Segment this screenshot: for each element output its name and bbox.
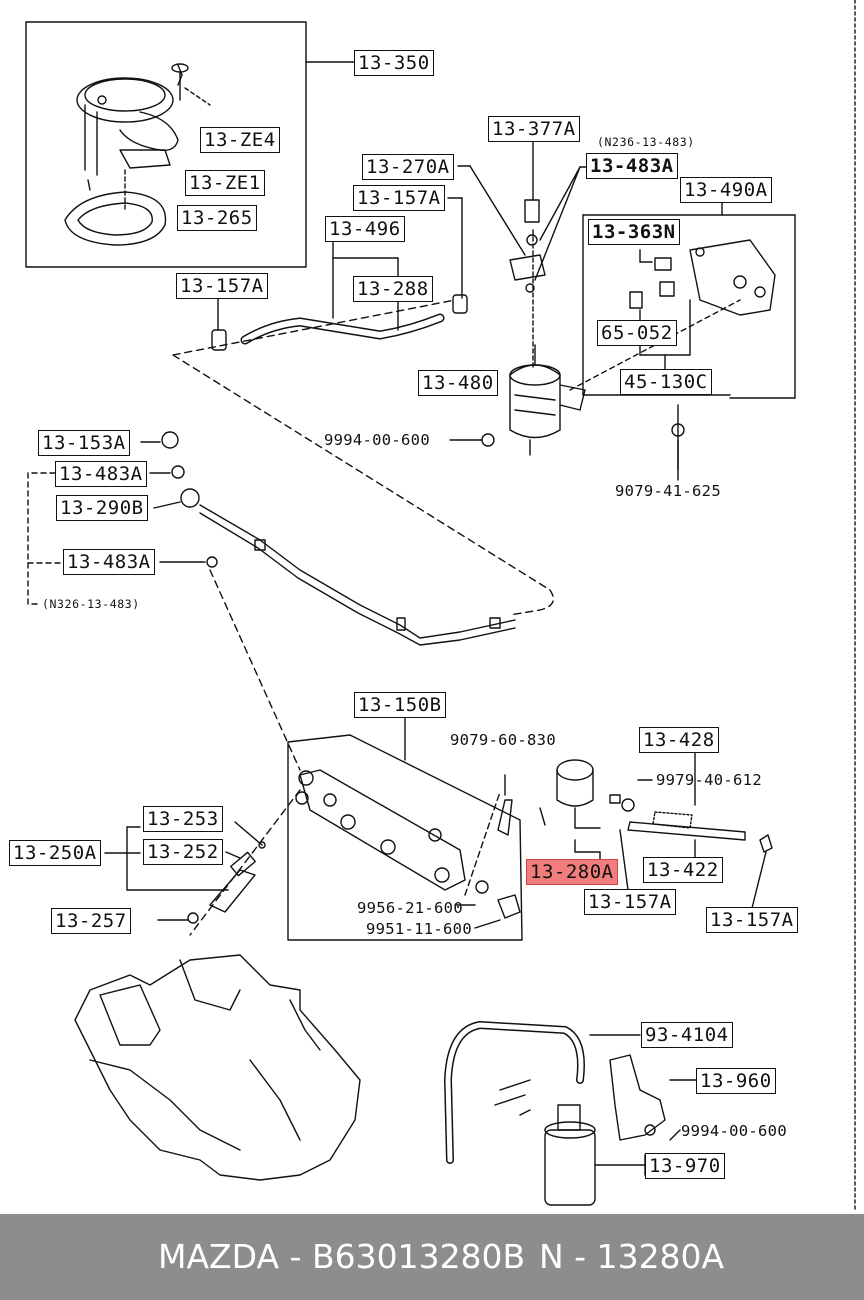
part-label-13-480[interactable]: 13-480 xyxy=(418,370,498,396)
part-label-13-496[interactable]: 13-496 xyxy=(325,216,405,242)
fuel-hose-drawing xyxy=(211,294,468,351)
note-n236: (N236-13-483) xyxy=(597,135,695,149)
return-pipe-drawing xyxy=(161,431,516,646)
part-label-13-960[interactable]: 13-960 xyxy=(696,1068,776,1094)
part-label-9994-00-600-bottom[interactable]: 9994-00-600 xyxy=(681,1122,787,1140)
part-label-13-970[interactable]: 13-970 xyxy=(645,1153,725,1179)
part-label-13-157a-top[interactable]: 13-157A xyxy=(353,185,445,211)
part-label-13-483a-1[interactable]: 13-483A xyxy=(55,461,147,487)
part-label-13-377a[interactable]: 13-377A xyxy=(488,116,580,142)
diagram-drawing xyxy=(25,0,856,1213)
part-label-13-157a-bottom-2[interactable]: 13-157A xyxy=(706,907,798,933)
part-label-13-490a[interactable]: 13-490A xyxy=(680,177,772,203)
part-label-13-250a[interactable]: 13-250A xyxy=(9,840,101,866)
part-label-13-157a-bottom-1[interactable]: 13-157A xyxy=(584,889,676,915)
parts-diagram: 13-350 13-ZE4 13-ZE1 13-265 13-377A (N23… xyxy=(9,0,856,1213)
part-label-13-257[interactable]: 13-257 xyxy=(51,908,131,934)
solenoid-drawing xyxy=(539,751,773,909)
part-label-13-ze1[interactable]: 13-ZE1 xyxy=(185,170,265,196)
pressure-regulator-drawing xyxy=(481,199,586,456)
part-label-13-ze4[interactable]: 13-ZE4 xyxy=(200,127,280,153)
canister-drawing xyxy=(444,1021,701,1206)
part-label-13-157a-left[interactable]: 13-157A xyxy=(176,273,268,299)
part-label-13-483a-top[interactable]: 13-483A xyxy=(586,153,678,179)
part-label-13-280a-highlighted[interactable]: 13-280A xyxy=(526,859,618,885)
footer-bar: MAZDA - B63013280B N - 13280A xyxy=(0,1214,864,1300)
part-label-13-253[interactable]: 13-253 xyxy=(143,806,223,832)
part-label-13-422[interactable]: 13-422 xyxy=(643,857,723,883)
part-label-13-363n[interactable]: 13-363N xyxy=(588,219,680,245)
part-label-13-288[interactable]: 13-288 xyxy=(353,276,433,302)
injector-drawing xyxy=(104,821,266,924)
part-label-93-4104[interactable]: 93-4104 xyxy=(641,1022,733,1048)
note-n326: (N326-13-483) xyxy=(42,597,140,611)
part-label-13-153a[interactable]: 13-153A xyxy=(38,430,130,456)
fuel-pump-unit-drawing xyxy=(64,63,211,246)
part-label-9079-60-830[interactable]: 9079-60-830 xyxy=(450,731,556,749)
part-label-13-428[interactable]: 13-428 xyxy=(639,727,719,753)
footer-brand-part-number: MAZDA - B63013280B xyxy=(158,1237,526,1276)
engine-block-drawing xyxy=(74,954,361,1181)
footer-oem-number: N - 13280A xyxy=(539,1237,725,1276)
part-label-45-130c[interactable]: 45-130C xyxy=(620,369,712,395)
part-label-13-150b[interactable]: 13-150B xyxy=(354,692,446,718)
part-label-9951-11-600[interactable]: 9951-11-600 xyxy=(366,920,472,938)
part-label-13-483a-2[interactable]: 13-483A xyxy=(63,549,155,575)
part-label-9994-00-600-mid[interactable]: 9994-00-600 xyxy=(324,431,430,449)
part-label-9956-21-600[interactable]: 9956-21-600 xyxy=(357,899,463,917)
part-label-65-052[interactable]: 65-052 xyxy=(597,320,677,346)
part-label-13-290b[interactable]: 13-290B xyxy=(56,495,148,521)
part-label-9079-41-625[interactable]: 9079-41-625 xyxy=(615,482,721,500)
part-label-13-350[interactable]: 13-350 xyxy=(354,50,434,76)
part-label-9979-40-612[interactable]: 9979-40-612 xyxy=(656,771,762,789)
part-label-13-265[interactable]: 13-265 xyxy=(177,205,257,231)
part-label-13-252[interactable]: 13-252 xyxy=(143,839,223,865)
fuel-rail-box xyxy=(287,715,523,941)
part-label-13-270a[interactable]: 13-270A xyxy=(362,154,454,180)
